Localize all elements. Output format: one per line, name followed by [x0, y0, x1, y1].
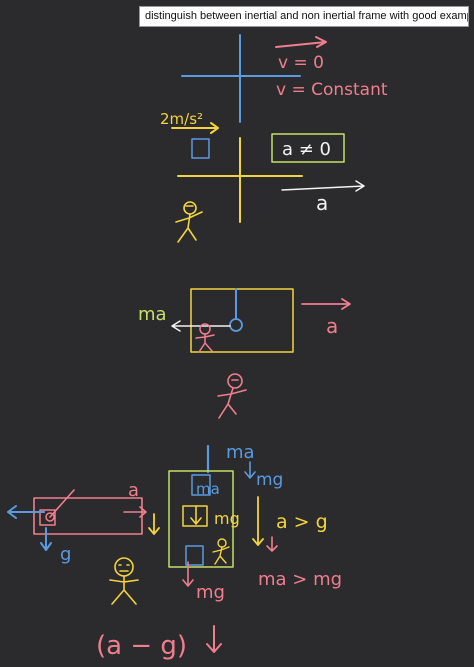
mid-block-arrow [190, 505, 202, 525]
stick-figure-2 [195, 323, 215, 353]
a-label-3: a [128, 480, 139, 501]
g-label: g [60, 544, 71, 565]
ma-top-label: ma [226, 442, 255, 463]
a-label-1: a [316, 191, 328, 215]
a-greater-g-arrow [266, 536, 278, 552]
left-gravity-arrow [40, 527, 52, 551]
v-zero-label: v = 0 [278, 53, 324, 73]
elevator-block-top [191, 474, 211, 496]
ma-gt-mg-label: ma > mg [258, 569, 342, 590]
bottom-gravity-arrow [182, 561, 194, 587]
ma-label: ma [138, 304, 167, 325]
accel-arrow [171, 122, 219, 134]
accelerating-frame-axes [177, 137, 303, 223]
a-label-2: a [326, 314, 338, 338]
left-pseudo-arrow [7, 505, 45, 519]
elevator-box [168, 470, 234, 568]
stick-figure-1 [175, 201, 203, 243]
a-minus-g-label: (a − g) [96, 631, 187, 661]
accel-2ms2-label: 2m/s² [160, 110, 203, 128]
a-minus-g-arrow [206, 625, 222, 653]
v-constant-label: v = Constant [276, 80, 388, 100]
frame-accel-arrow [281, 180, 365, 192]
cart-box [190, 288, 294, 353]
ma-box-label: ma [196, 480, 220, 498]
velocity-arrow [275, 36, 327, 48]
elevator-right-arrow [252, 496, 264, 546]
elevator-block-bottom [185, 545, 204, 566]
stick-figure-5 [109, 557, 139, 605]
a-not-zero-box [271, 133, 345, 163]
small-block [191, 138, 210, 159]
question-prompt: distinguish between inertial and non ine… [139, 6, 469, 27]
elevator-left-arrow [148, 513, 160, 535]
a-not-zero-label: a ≠ 0 [282, 139, 331, 160]
stick-figure-3 [217, 373, 247, 419]
mg-top-label: mg [256, 470, 283, 490]
cart-accel-arrow [301, 298, 351, 310]
pendulum-bob [229, 318, 243, 332]
mg-bottom-label: mg [196, 582, 225, 603]
stick-figure-4 [212, 538, 230, 565]
a-greater-g-label: a > g [276, 511, 328, 533]
elevator-block-mid [182, 505, 208, 527]
mg-mid-label: mg [214, 509, 240, 528]
left-cart-accel-arrow [123, 506, 147, 518]
inertial-frame-axes [181, 34, 301, 123]
ma-top-arrow [244, 461, 256, 479]
